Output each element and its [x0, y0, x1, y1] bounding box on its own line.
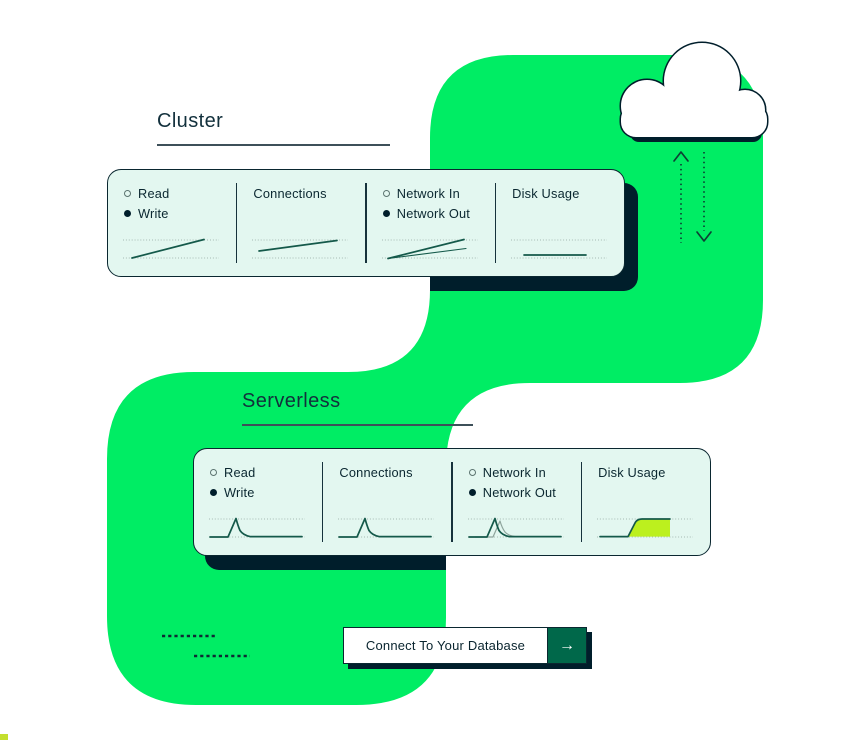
network-out-legend-marker-icon: [382, 209, 390, 217]
button-label-box[interactable]: Connect To Your Database: [343, 627, 548, 664]
read-label: Read: [224, 464, 256, 480]
disk-usage-label: Disk Usage: [512, 185, 580, 201]
cluster-connections-panel: Connections: [237, 170, 365, 276]
network-out-label: Network Out: [482, 484, 557, 500]
panel-divider: [494, 183, 497, 263]
disk-usage-fill: [628, 519, 671, 537]
panel-divider: [321, 462, 324, 542]
cluster-disk-chart: [511, 239, 608, 259]
network-in-legend-marker-icon: [468, 468, 476, 476]
cluster-network-panel: Network In Network Out: [367, 170, 495, 276]
scale-down-arrow-icon: [696, 152, 712, 242]
panel-divider: [235, 183, 238, 263]
network-in-label: Network In: [482, 464, 546, 480]
button-arrow-box[interactable]: →: [548, 627, 587, 664]
cluster-metrics-card: Read Write Connections Network In N: [107, 169, 625, 277]
write-legend-marker-icon: [124, 209, 131, 217]
read-legend-marker-icon: [124, 189, 131, 197]
panel-divider: [451, 462, 453, 542]
network-in-label: Network In: [396, 185, 460, 201]
connections-label: Connections: [339, 464, 413, 480]
panel-divider: [580, 462, 583, 542]
cluster-read-write-panel: Read Write: [108, 170, 236, 276]
serverless-network-panel: Network In Network Out: [453, 449, 581, 555]
button-label: Connect To Your Database: [365, 638, 526, 653]
connections-label: Connections: [253, 185, 327, 201]
cluster-network-chart: [381, 238, 478, 260]
cluster-title-underline: [157, 144, 390, 146]
cluster-title: Cluster: [157, 110, 224, 132]
write-label: Write: [138, 205, 169, 221]
network-in-legend-marker-icon: [382, 189, 390, 197]
network-out-label: Network Out: [396, 205, 471, 221]
serverless-title: Serverless: [242, 390, 341, 412]
read-legend-marker-icon: [210, 468, 217, 476]
write-label: Write: [224, 484, 255, 500]
cluster-connections-chart: [252, 239, 349, 259]
panel-divider: [365, 183, 367, 263]
scale-up-arrow-icon: [673, 151, 689, 243]
green-blob-shape: [107, 55, 763, 705]
serverless-read-write-panel: Read Write: [194, 449, 322, 555]
serverless-metrics-card: Read Write Connections Network In N: [193, 448, 711, 556]
serverless-connections-chart: [338, 517, 435, 538]
cluster-read-write-chart: [123, 238, 219, 259]
connect-database-button[interactable]: Connect To Your Database →: [343, 627, 592, 669]
right-arrow-icon: →: [559, 636, 575, 654]
read-label: Read: [138, 185, 170, 201]
write-legend-marker-icon: [210, 488, 217, 496]
serverless-disk-chart: [597, 518, 694, 538]
serverless-network-chart: [467, 517, 564, 538]
network-out-legend-marker-icon: [468, 488, 476, 496]
serverless-read-write-chart: [209, 517, 305, 538]
disk-usage-label: Disk Usage: [598, 464, 666, 480]
serverless-disk-panel: Disk Usage: [582, 449, 710, 555]
serverless-connections-panel: Connections: [323, 449, 451, 555]
cluster-disk-panel: Disk Usage: [496, 170, 624, 276]
cloud-icon: [619, 41, 769, 142]
serverless-title-underline: [242, 424, 473, 426]
corner-artifact: [0, 734, 8, 740]
